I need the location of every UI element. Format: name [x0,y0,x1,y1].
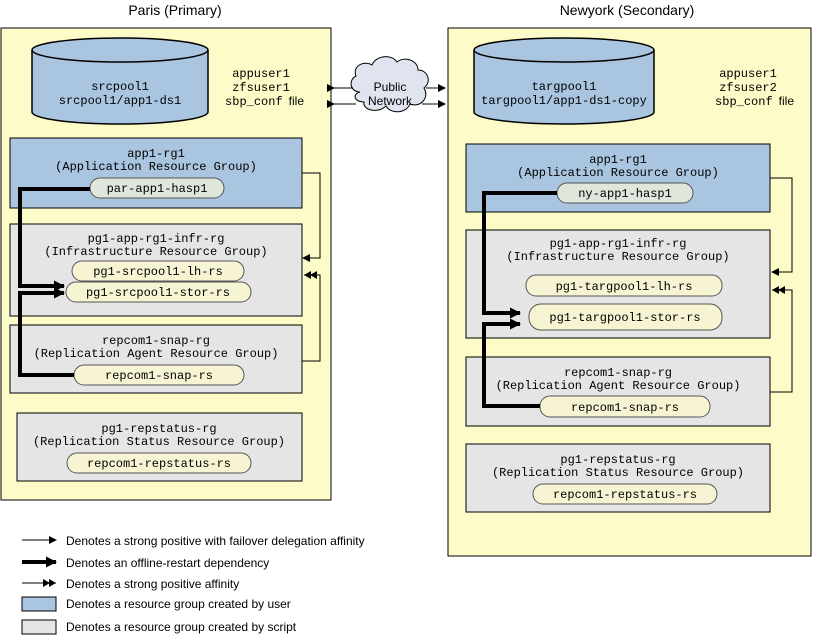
primary-status-resource-label: repcom1-repstatus-rs [87,457,231,471]
secondary-app-to-stor-dependency [482,191,557,319]
secondary-infra-group-name: pg1-app-rg1-infr-rg [550,237,687,251]
primary-lh-resource-label: pg1-srcpool1-lh-rs [93,265,223,279]
secondary-info-zfsuser: zfsuser2 [719,81,777,95]
secondary-stor-resource-label: pg1-targpool1-stor-rs [549,311,700,325]
primary-storage-pool: srcpool1 [91,80,149,94]
primary-infra-group-desc: (Infrastructure Resource Group) [44,245,267,259]
secondary-app-group-name: app1-rg1 [589,153,647,167]
public-network-cloud [350,56,429,113]
primary-app-group-desc: (Application Resource Group) [55,160,257,174]
legend-strong-positive-text: Denotes a strong positive affinity [66,577,239,591]
primary-status-resource [66,452,252,474]
network-label-network: Network [368,94,413,108]
primary-rep-group-desc: (Replication Agent Resource Group) [34,347,279,361]
primary-rep-to-infra-affinity [302,271,321,362]
secondary-storage-pool: targpool1 [532,80,597,94]
legend-script-group-text: Denotes a resource group created by scri… [66,620,297,634]
primary-rep-resource-label: repcom1-snap-rs [105,369,213,383]
secondary-site-title: Newyork (Secondary) [560,2,695,18]
secondary-rep-group-name: repcom1-snap-rg [564,366,672,380]
secondary-status-resource [532,483,718,505]
primary-app-resource-label: par-app1-hasp1 [107,182,208,196]
primary-status-group-name: pg1-repstatus-rg [101,422,216,436]
secondary-rep-resource-label: repcom1-snap-rs [571,401,679,415]
primary-storage-cylinder [31,37,209,125]
secondary-app-group-desc: (Application Resource Group) [517,166,719,180]
secondary-infra-group-desc: (Infrastructure Resource Group) [506,250,729,264]
primary-infra-group-name: pg1-app-rg1-infr-rg [88,232,225,246]
secondary-lh-resource-label: pg1-targpool1-lh-rs [556,280,693,294]
network-label-public: Public [374,80,407,94]
secondary-storage-cylinder [473,37,655,125]
secondary-app-resource-label: ny-app1-hasp1 [578,187,672,201]
legend-failover-text: Denotes a strong positive with failover … [66,534,365,548]
primary-info-zfsuser: zfsuser1 [232,81,290,95]
secondary-status-group-name: pg1-repstatus-rg [560,453,675,467]
legend-script-group-swatch [21,619,57,635]
secondary-info-appuser: appuser1 [719,67,777,81]
secondary-lh-resource [525,274,723,297]
secondary-app-to-infra-affinity [770,177,793,276]
primary-rep-to-stor-dependency [18,287,74,377]
legend-user-group-text: Denotes a resource group created by user [66,597,291,611]
secondary-rep-to-infra-affinity [770,286,793,393]
primary-app-to-infra-affinity [302,172,321,262]
primary-app-group-name: app1-rg1 [127,147,185,161]
primary-stor-resource [65,281,252,303]
primary-info-appuser: appuser1 [232,67,290,81]
primary-lh-resource [71,260,245,282]
primary-site-title: Paris (Primary) [128,2,221,18]
primary-app-to-stor-dependency [18,187,90,292]
primary-rep-group-name: repcom1-snap-rg [102,334,210,348]
secondary-stor-resource [528,303,723,331]
secondary-rep-group-desc: (Replication Agent Resource Group) [496,379,741,393]
secondary-rep-to-stor-dependency [482,318,540,408]
secondary-status-group-desc: (Replication Status Resource Group) [492,466,744,480]
legend-user-group-swatch [21,596,57,612]
legend-offline-restart-text: Denotes an offline-restart dependency [66,556,269,570]
primary-stor-resource-label: pg1-srcpool1-stor-rs [86,286,230,300]
primary-status-group-desc: (Replication Status Resource Group) [33,435,285,449]
secondary-storage-dataset: targpool1/app1-ds1-copy [481,94,647,108]
secondary-status-resource-label: repcom1-repstatus-rs [553,488,697,502]
primary-storage-dataset: srcpool1/app1-ds1 [59,94,181,108]
